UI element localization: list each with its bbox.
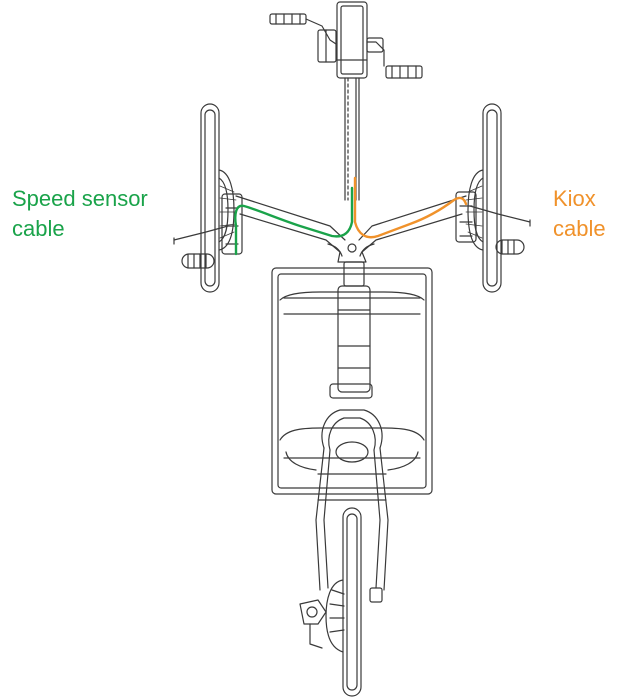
steering-column — [344, 77, 360, 201]
kiox-label-line2: cable — [553, 216, 606, 241]
speed-sensor-cable — [234, 186, 354, 256]
left-front-wheel — [200, 103, 237, 293]
battery — [329, 261, 373, 399]
cargo-box — [271, 267, 433, 495]
speed-sensor-cable-label: Speed sensor cable — [12, 184, 148, 244]
head-unit — [336, 1, 368, 79]
pedal-left — [269, 13, 337, 63]
speed-sensor-label-line2: cable — [12, 216, 65, 241]
right-brake-lever — [455, 191, 531, 255]
rear-wheel — [299, 507, 383, 697]
kiox-label-line1: Kiox — [553, 186, 596, 211]
kiox-cable-label: Kiox cable — [553, 184, 606, 244]
left-brake-lever — [173, 193, 243, 269]
rear-frame — [315, 409, 389, 591]
pedal-right — [366, 37, 423, 79]
kiox-cable — [353, 176, 468, 239]
right-front-wheel — [465, 103, 502, 293]
speed-sensor-label-line1: Speed sensor — [12, 186, 148, 211]
